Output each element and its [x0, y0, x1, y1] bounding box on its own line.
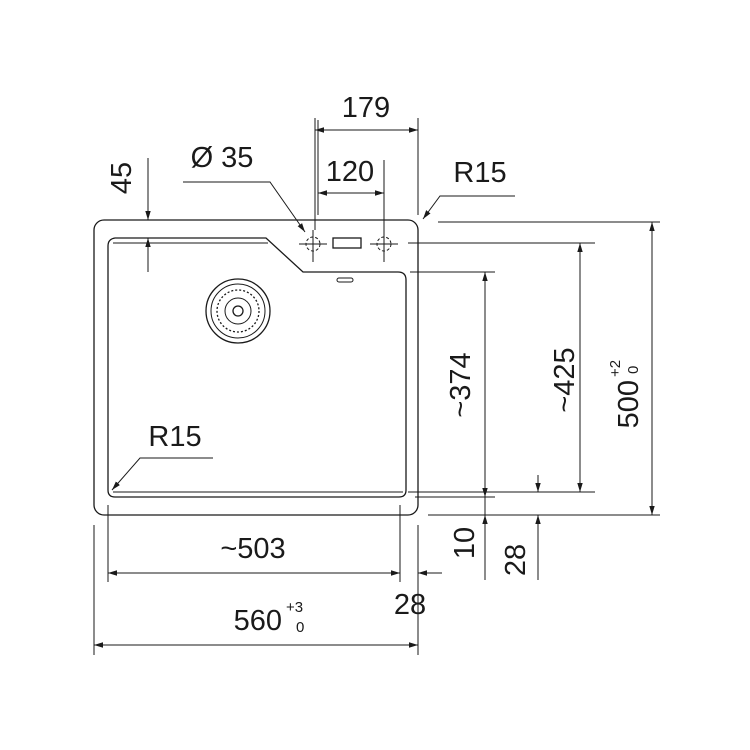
dim-radius-top: R15 — [453, 157, 506, 189]
dim-500-tol-lower: 0 — [625, 366, 642, 374]
dim-500: 500 — [613, 380, 645, 428]
dim-28-bottom: 28 — [394, 589, 426, 621]
dim-503: ~503 — [220, 533, 285, 565]
dim-179: 179 — [342, 92, 390, 124]
dim-10: 10 — [449, 527, 481, 559]
tap-hole-icon — [370, 230, 398, 262]
dim-374: ~374 — [445, 352, 477, 417]
tap-slot — [332, 237, 362, 249]
dim-radius-bowl: R15 — [148, 421, 201, 453]
dim-500-tol-upper: +2 — [607, 360, 624, 377]
dim-500-group: 500 +2 0 — [607, 360, 645, 429]
dim-120: 120 — [326, 156, 374, 188]
dim-tap-diameter: Ø 35 — [191, 142, 254, 174]
dim-560-tol-upper: +3 — [286, 599, 303, 616]
dim-560: 560 — [234, 605, 282, 637]
dim-28-right: 28 — [500, 544, 532, 576]
dim-560-tol-lower: 0 — [296, 619, 304, 636]
bowl-outline — [107, 237, 407, 498]
dim-45: 45 — [106, 162, 138, 194]
dim-425: ~425 — [549, 347, 581, 412]
overflow-slot — [336, 277, 354, 283]
dimension-lines — [93, 118, 660, 655]
drain-icon — [205, 278, 271, 344]
sink-outline — [93, 219, 419, 516]
tap-hole-icon — [299, 230, 327, 262]
